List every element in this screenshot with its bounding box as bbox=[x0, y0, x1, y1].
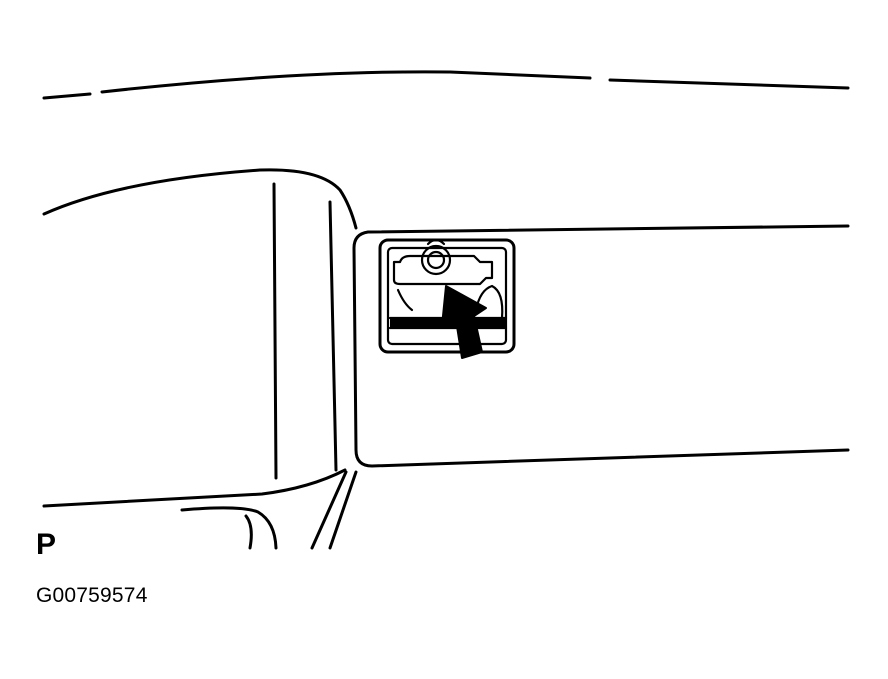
figure-id: G00759574 bbox=[36, 584, 148, 607]
glove-box-panel bbox=[352, 224, 850, 468]
arrow-icon bbox=[441, 285, 487, 359]
dashboard-top-edge bbox=[42, 70, 850, 100]
center-console bbox=[180, 470, 358, 550]
instrument-panel bbox=[42, 168, 358, 508]
view-label: P bbox=[36, 528, 57, 561]
fastener-bolt bbox=[420, 238, 452, 276]
